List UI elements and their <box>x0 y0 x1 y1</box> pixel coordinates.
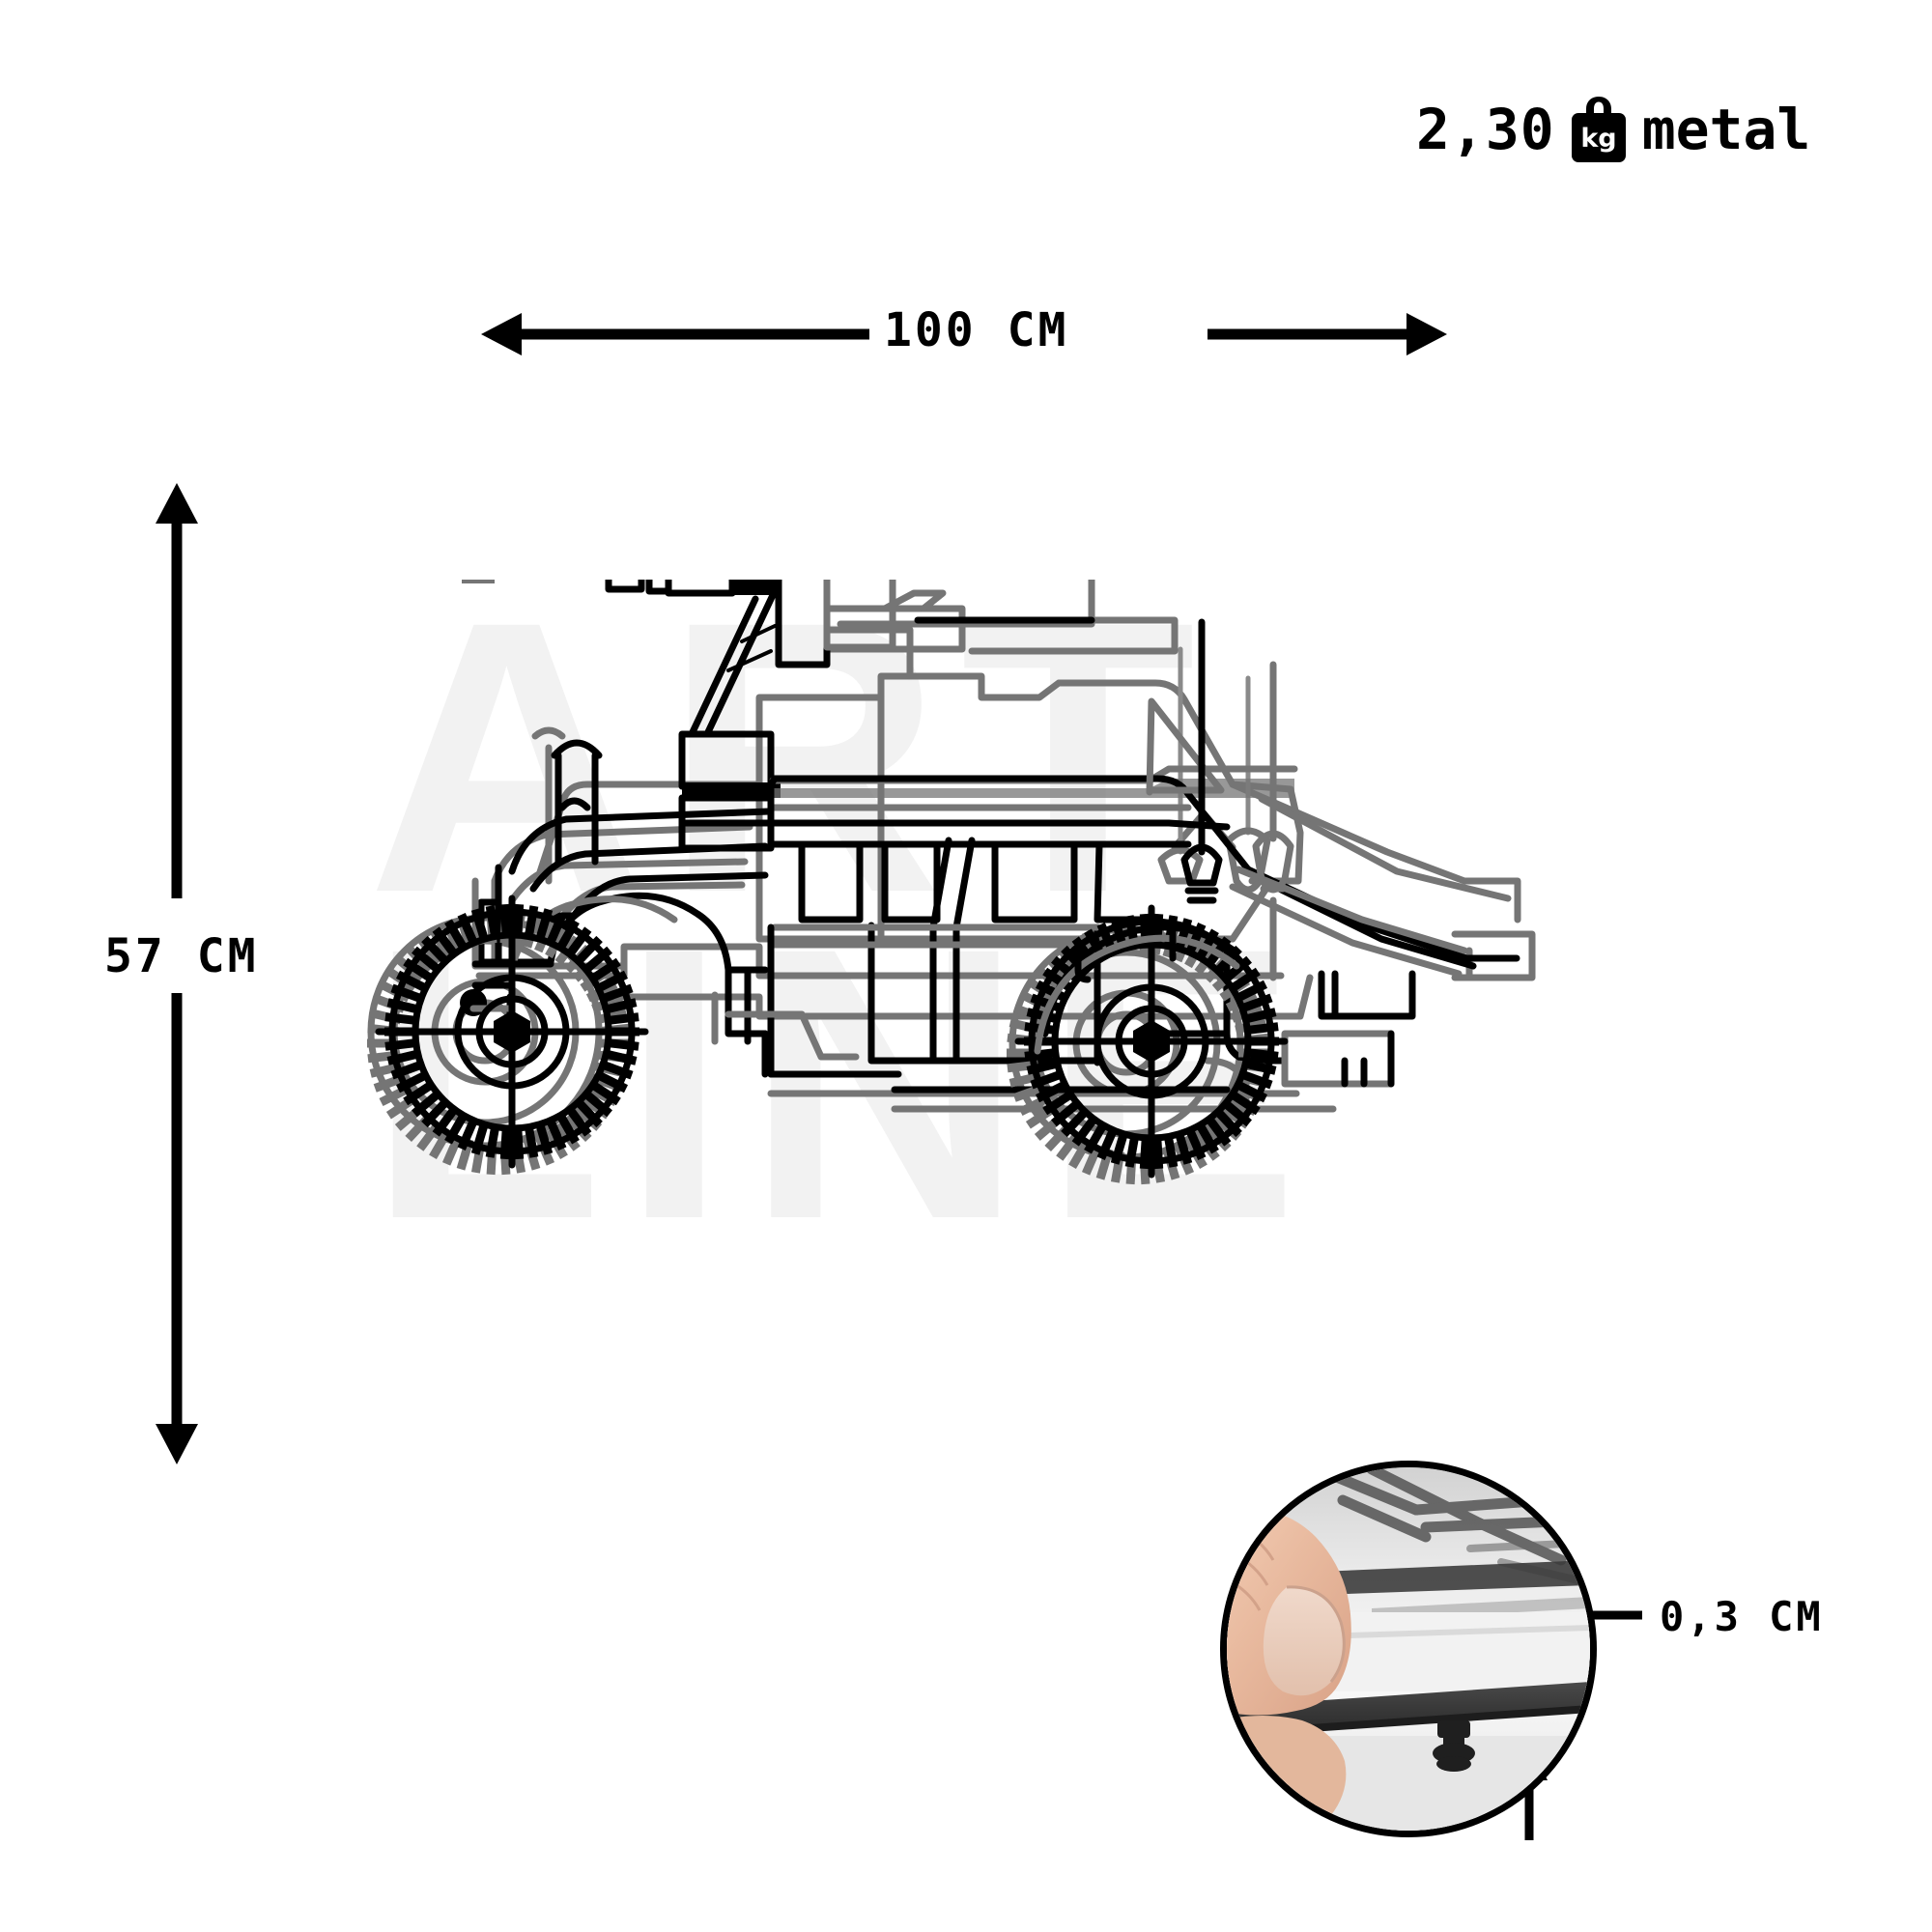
width-dimension-arrow <box>481 313 1447 355</box>
vehicle-illustration <box>319 580 1604 1381</box>
thickness-dimension-label: 0,3 CM <box>1660 1593 1824 1640</box>
thumb-holding-metal-sheet-photo <box>1227 1467 1590 1831</box>
machine-gun <box>462 580 1095 852</box>
exhaust-stack <box>551 739 603 866</box>
svg-text:kg: kg <box>1580 124 1616 154</box>
weight-material-badge: 2,30 kg metal <box>1416 89 1810 170</box>
front-wheel <box>367 895 649 1176</box>
material-label: metal <box>1641 97 1811 162</box>
vehicle-main-layer <box>367 580 1520 1185</box>
height-dimension-arrow <box>156 483 198 1464</box>
height-dimension-label: 57 CM <box>104 929 259 983</box>
antennas <box>1180 618 1294 981</box>
width-dimension-label: 100 CM <box>884 303 1069 357</box>
kg-bag-icon: kg <box>1571 97 1626 162</box>
weight-value: 2,30 <box>1416 97 1555 162</box>
thickness-photo-inset <box>1220 1461 1597 1837</box>
